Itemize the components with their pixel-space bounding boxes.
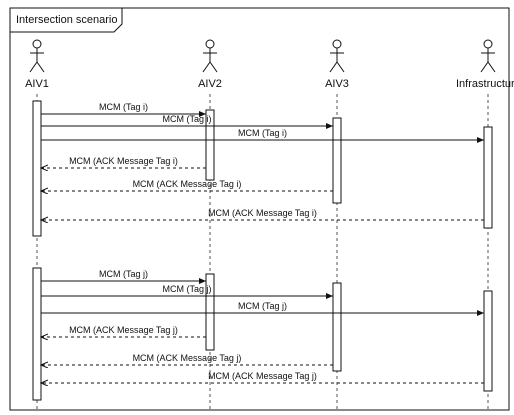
message-label: MCM (Tag i) [163,114,212,124]
message-label: MCM (Tag i) [99,102,148,112]
frame-title: Intersection scenario [16,14,118,26]
message-label: MCM (ACK Message Tag j) [69,325,178,335]
actor-aiv3: AIV3 [325,39,349,410]
actor-infrastructure: Infrastructure [456,39,514,410]
frame-title-tab [9,7,123,33]
message-label: MCM (ACK Message Tag j) [133,353,242,363]
message-label: MCM (Tag j) [163,284,212,294]
actor-figure-icon [29,39,45,73]
request-message: MCM (Tag i) [41,102,206,117]
message-label: MCM (Tag j) [99,269,148,279]
actor-label-infrastructure: Infrastructure [456,78,514,90]
reply-message: MCM (ACK Message Tag i) [41,208,484,220]
actor-aiv1: AIV1 [25,39,49,410]
reply-message: MCM (ACK Message Tag i) [41,179,333,191]
actor-aiv2: AIV2 [198,39,222,410]
activation-infrastructure [483,126,493,229]
activation-infrastructure [483,290,493,392]
messages-layer: MCM (Tag i) MCM (Tag i) MCM (Tag i) MCM (AC… [41,102,484,383]
activation-aiv1 [32,100,42,237]
message-label: MCM (ACK Message Tag i) [208,208,317,218]
actor-label-aiv1: AIV1 [25,78,49,90]
request-message: MCM (Tag i) [41,114,333,129]
actor-figure-icon [480,39,496,73]
activation-aiv2 [205,109,215,181]
message-label: MCM (Tag i) [238,128,287,138]
activation-aiv2 [205,273,215,351]
request-message: MCM (Tag j) [41,301,484,316]
reply-message: MCM (ACK Message Tag j) [41,353,333,365]
message-label: MCM (ACK Message Tag i) [69,156,178,166]
actor-label-aiv3: AIV3 [325,78,349,90]
reply-message: MCM (ACK Message Tag j) [41,371,484,383]
request-message: MCM (Tag j) [41,269,206,284]
message-label: MCM (ACK Message Tag j) [208,371,317,381]
actor-figure-icon [202,39,218,73]
actors-layer: AIV1 AIV2 AIV3 Infrastructure [25,39,514,410]
message-label: MCM (Tag j) [238,301,287,311]
activation-aiv3 [332,282,342,372]
actor-label-aiv2: AIV2 [198,78,222,90]
activation-aiv1 [32,267,42,401]
activation-aiv3 [332,117,342,204]
message-label: MCM (ACK Message Tag i) [133,179,242,189]
reply-message: MCM (ACK Message Tag i) [41,156,206,168]
reply-message: MCM (ACK Message Tag j) [41,325,206,337]
request-message: MCM (Tag i) [41,128,484,143]
request-message: MCM (Tag j) [41,284,333,299]
frame-border [9,7,510,411]
actor-figure-icon [329,39,345,73]
